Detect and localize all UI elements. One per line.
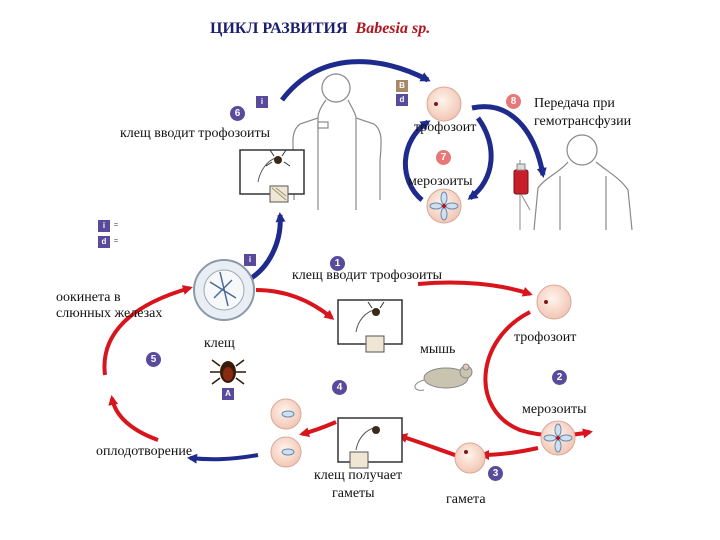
arrow-ookinete-to-tick-human	[242, 212, 286, 285]
gamete-cell-bottom	[270, 436, 302, 468]
tick-icon	[210, 359, 246, 385]
label-tick-gets-gametes-2: гаметы	[332, 486, 375, 501]
tick-bite-box-human	[239, 149, 305, 203]
step-3-marker: 3	[488, 466, 503, 481]
label-mouse: мышь	[420, 342, 456, 357]
arrow-to-ookinete	[102, 285, 193, 376]
arrow-ookinete-to-tick-mouse	[255, 288, 335, 320]
gamete-cell	[454, 442, 486, 474]
arrow-tick-to-human	[280, 59, 431, 102]
step-7-marker: 7	[436, 150, 451, 165]
human-figure	[292, 73, 382, 210]
arrow-tick-to-gametes	[299, 420, 337, 438]
label-tick-injects-human: клещ вводит трофозоиты	[120, 126, 271, 141]
diagram-title: ЦИКЛ РАЗВИТИЯ Babesia sp.	[210, 20, 431, 37]
legend-i-text: =	[114, 222, 119, 229]
arrow-transfusion	[471, 104, 547, 178]
legend-d-text: =	[114, 238, 119, 245]
mouse-trophozoite-cell	[536, 284, 572, 320]
arrow-gamete-to-tick	[397, 433, 459, 458]
label-tick-gets-gametes-1: клещ получает	[314, 468, 403, 483]
label-tick-injects-mouse: клещ вводит трофозоиты	[292, 268, 443, 283]
arrow-fertilization	[108, 395, 159, 442]
legend-i-marker: i	[98, 220, 110, 232]
step-8-marker: 8	[506, 94, 521, 109]
arrow-merozoite-to-gamete	[479, 446, 539, 460]
step-5-marker: 5	[146, 352, 161, 367]
legend-d-marker: d	[98, 236, 110, 248]
mouse-merozoite-cell	[540, 420, 576, 456]
tick-feeding-box	[337, 417, 403, 469]
stage-a-marker: A	[222, 388, 234, 400]
label-human-merozoites: мерозоиты	[408, 174, 473, 189]
arrow-to-mouse-trophozoite	[417, 280, 533, 297]
gamete-cell-top	[270, 398, 302, 430]
transfusion-patient	[533, 134, 633, 231]
diagnostic-stage-marker: d	[396, 94, 408, 106]
label-gamete: гамета	[446, 492, 486, 507]
step-1-marker: 1	[330, 256, 345, 271]
human-trophozoite-cell	[426, 86, 462, 122]
arrow-gamete-bottom	[187, 453, 259, 464]
stage-b-marker: B	[396, 80, 408, 92]
label-transfusion-1: Передача при	[534, 96, 615, 111]
infective-stage-marker: i	[256, 96, 268, 108]
arrow-trophozoite-to-merozoite	[467, 116, 494, 201]
arrow-merozoite-to-trophozoite	[402, 119, 431, 202]
label-tick: клещ	[204, 336, 235, 351]
mouse-icon	[414, 363, 473, 391]
label-ookinete-1: оокинета в	[56, 290, 121, 305]
label-ookinete-2: слюнных железах	[56, 306, 163, 321]
label-transfusion-2: гемотрансфузии	[534, 114, 632, 129]
salivary-gland-icon	[193, 259, 255, 321]
step-2-marker: 2	[552, 370, 567, 385]
human-merozoite-cell	[426, 188, 462, 224]
tick-bite-box-mouse	[337, 299, 403, 353]
step-4-marker: 4	[332, 380, 347, 395]
step-6-marker: 6	[230, 106, 245, 121]
label-fertilization: оплодотворение	[96, 444, 193, 459]
infective-stage-marker-2: i	[244, 254, 256, 266]
label-mouse-trophozoite: трофозоит	[514, 330, 577, 345]
label-human-trophozoite: трофозоит	[414, 120, 477, 135]
blood-bag-icon	[513, 160, 531, 230]
label-mouse-merozoites: мерозоиты	[522, 402, 587, 417]
